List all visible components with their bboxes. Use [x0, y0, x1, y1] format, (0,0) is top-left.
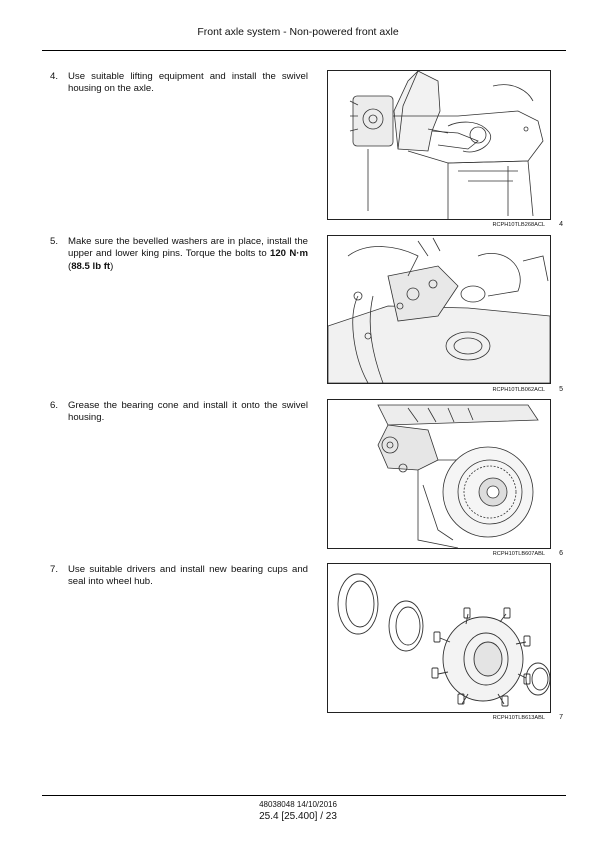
- figure-code: RCPH10TLB268ACL: [492, 222, 545, 228]
- figure-5-illustration: [327, 235, 551, 384]
- step-text: Grease the bearing cone and install it o…: [68, 400, 308, 424]
- swivel-lifting-illustration: [349, 71, 544, 219]
- figure-code: RCPH10TLB613ABL: [492, 715, 545, 721]
- figure-code: RCPH10TLB607ABL: [492, 551, 545, 557]
- header-divider: [42, 50, 566, 51]
- step-4: 4. Use suitable lifting equipment and in…: [50, 71, 308, 96]
- step-7: 7. Use suitable drivers and install new …: [50, 564, 308, 589]
- footer-divider: [42, 795, 566, 796]
- figure-code: RCPH10TLB062ACL: [492, 387, 545, 393]
- document-number: 48038048 14/10/2016: [259, 800, 337, 809]
- figure-4-illustration: [327, 70, 551, 220]
- step-text-part: ): [110, 260, 114, 272]
- figure-number: 6: [559, 550, 563, 557]
- torque-value-nm: 120 N·m: [270, 248, 308, 260]
- figure-number: 5: [559, 386, 563, 393]
- step-5: 5. Make sure the bevelled washers are in…: [50, 236, 308, 273]
- step-text: Make sure the bevelled washers are in pl…: [68, 236, 308, 273]
- step-number: 4.: [50, 71, 59, 82]
- page-number: 25.4 [25.400] / 23: [259, 811, 337, 822]
- step-6: 6. Grease the bearing cone and install i…: [50, 400, 308, 425]
- step-text: Use suitable lifting equipment and insta…: [68, 71, 308, 95]
- step-number: 7.: [50, 564, 59, 575]
- bearing-cone-illustration: [377, 404, 539, 548]
- step-text-part: Make sure the bevelled washers are in pl…: [68, 236, 308, 260]
- step-text: Use suitable drivers and install new bea…: [68, 564, 308, 588]
- step-text-part: (: [68, 260, 72, 272]
- step-number: 6.: [50, 400, 59, 411]
- figure-number: 4: [559, 221, 563, 228]
- king-pin-install-illustration: [328, 237, 550, 383]
- figure-6-illustration: [327, 399, 551, 549]
- figure-number: 7: [559, 714, 563, 721]
- torque-value-lbft: 88.5 lb ft: [71, 260, 111, 272]
- figure-7-illustration: [327, 563, 551, 713]
- page-header: Front axle system - Non-powered front ax…: [197, 26, 399, 38]
- wheel-hub-bearing-cups-illustration: [337, 573, 550, 707]
- step-number: 5.: [50, 236, 59, 247]
